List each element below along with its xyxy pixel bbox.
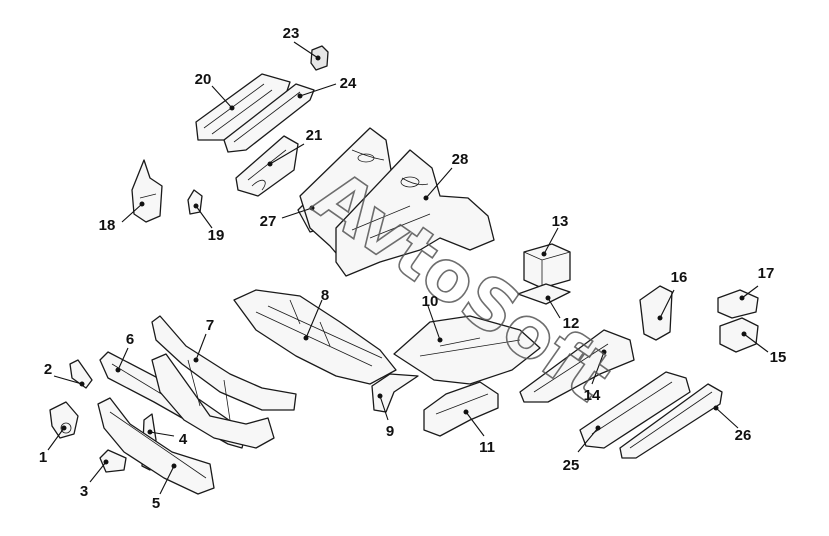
- callout-16: 26: [735, 427, 752, 444]
- callout-12: 12: [563, 315, 580, 332]
- callout-2: 2: [44, 361, 52, 378]
- callout-10: 10: [422, 293, 439, 310]
- callout-15: 25: [563, 457, 580, 474]
- callout-14: 14: [584, 387, 601, 404]
- part-17[interactable]: [639, 285, 673, 341]
- part-5[interactable]: [97, 397, 215, 495]
- part-10[interactable]: [393, 315, 541, 385]
- part-16[interactable]: [619, 383, 723, 459]
- callout-26: 23: [283, 25, 300, 42]
- callout-27: 27: [260, 213, 277, 230]
- callout-23: 20: [195, 71, 212, 88]
- part-8[interactable]: [233, 289, 397, 385]
- callout-1: 1: [39, 449, 47, 466]
- callout-8: 8: [321, 287, 329, 304]
- part-28[interactable]: [299, 127, 495, 277]
- leader-lines: [47, 41, 769, 495]
- part-3[interactable]: [99, 449, 127, 473]
- part-9[interactable]: [371, 373, 419, 413]
- callout-28: 28: [452, 151, 469, 168]
- part-15[interactable]: [579, 371, 691, 449]
- part-18[interactable]: [719, 317, 759, 353]
- part-13[interactable]: [523, 243, 571, 289]
- callout-21: 19: [208, 227, 225, 244]
- part-24[interactable]: [235, 135, 299, 197]
- callout-7: 7: [206, 317, 214, 334]
- part-25[interactable]: [223, 83, 315, 153]
- part-11[interactable]: [423, 381, 499, 437]
- callout-6: 6: [126, 331, 134, 348]
- part-19[interactable]: [717, 289, 759, 319]
- part-1[interactable]: [49, 401, 79, 439]
- callout-25: 24: [340, 75, 357, 92]
- part-20[interactable]: [131, 159, 163, 223]
- callout-19: 17: [758, 265, 775, 282]
- callout-9: 9: [386, 423, 394, 440]
- callout-24: 21: [306, 127, 323, 144]
- part-7[interactable]: [151, 315, 297, 449]
- callout-18: 15: [770, 349, 787, 366]
- part-14[interactable]: [519, 329, 635, 403]
- part-2[interactable]: [69, 359, 93, 389]
- callout-11: 11: [479, 439, 495, 456]
- part-21[interactable]: [187, 189, 203, 215]
- callout-5: 5: [152, 495, 160, 512]
- callout-17: 16: [671, 269, 688, 286]
- callout-13: 13: [552, 213, 569, 230]
- part-12[interactable]: [517, 283, 571, 305]
- callout-20: 18: [99, 217, 116, 234]
- callout-4: 4: [179, 431, 188, 448]
- callout-3: 3: [80, 483, 88, 500]
